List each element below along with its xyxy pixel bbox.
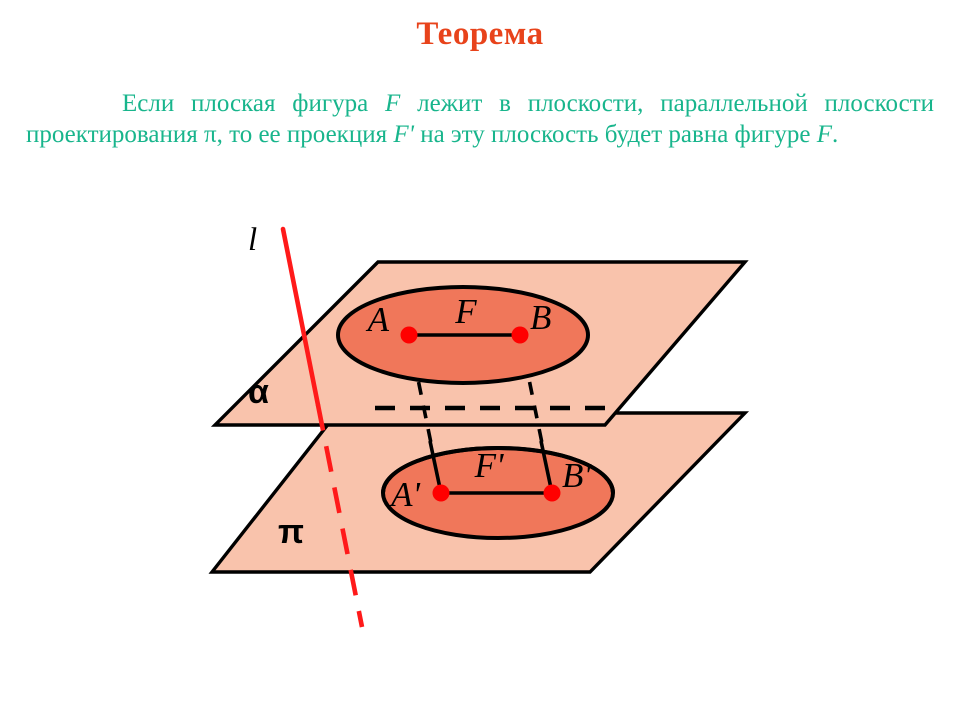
projector-a-hidden xyxy=(407,334,434,449)
projector-a-visible xyxy=(428,440,443,494)
statement-part-4: . xyxy=(832,121,839,148)
point-a-prime-marker xyxy=(432,484,450,502)
label-point-a-prime: A' xyxy=(389,475,420,514)
label-figure-f: F xyxy=(454,292,477,331)
page-title: Теорема xyxy=(416,16,544,52)
geometry-diagram: l α π A F B A' F' B' xyxy=(0,205,960,665)
label-point-b-prime: B' xyxy=(562,456,591,495)
statement-symbol-f-prime: F' xyxy=(393,121,414,148)
projector-b-hidden xyxy=(518,334,545,449)
figure-f-prime-arc xyxy=(381,446,615,494)
label-line-l: l xyxy=(248,222,257,258)
statement-symbol-f-2: F xyxy=(816,121,833,148)
statement-part-2: лежит в плоскости, параллельной плоскост… xyxy=(26,90,934,148)
line-l-dashed xyxy=(315,404,365,628)
point-a-marker xyxy=(400,326,418,344)
line-l-solid xyxy=(280,226,321,408)
label-plane-alpha: α xyxy=(248,373,269,411)
point-b-prime-marker xyxy=(543,484,561,502)
statement-symbol-f: F xyxy=(385,90,401,117)
label-figure-f-prime: F' xyxy=(474,446,504,485)
label-plane-pi: π xyxy=(278,513,304,551)
statement-part-3: на эту плоскость будет равна фигуре xyxy=(413,121,817,148)
label-point-a: A xyxy=(366,300,390,339)
statement-part-1: Если плоская фигура xyxy=(122,90,386,117)
theorem-statement: Если плоская фигура F лежит в плоскости,… xyxy=(26,88,934,150)
label-point-b: B xyxy=(530,298,551,337)
point-b-marker xyxy=(511,326,529,344)
